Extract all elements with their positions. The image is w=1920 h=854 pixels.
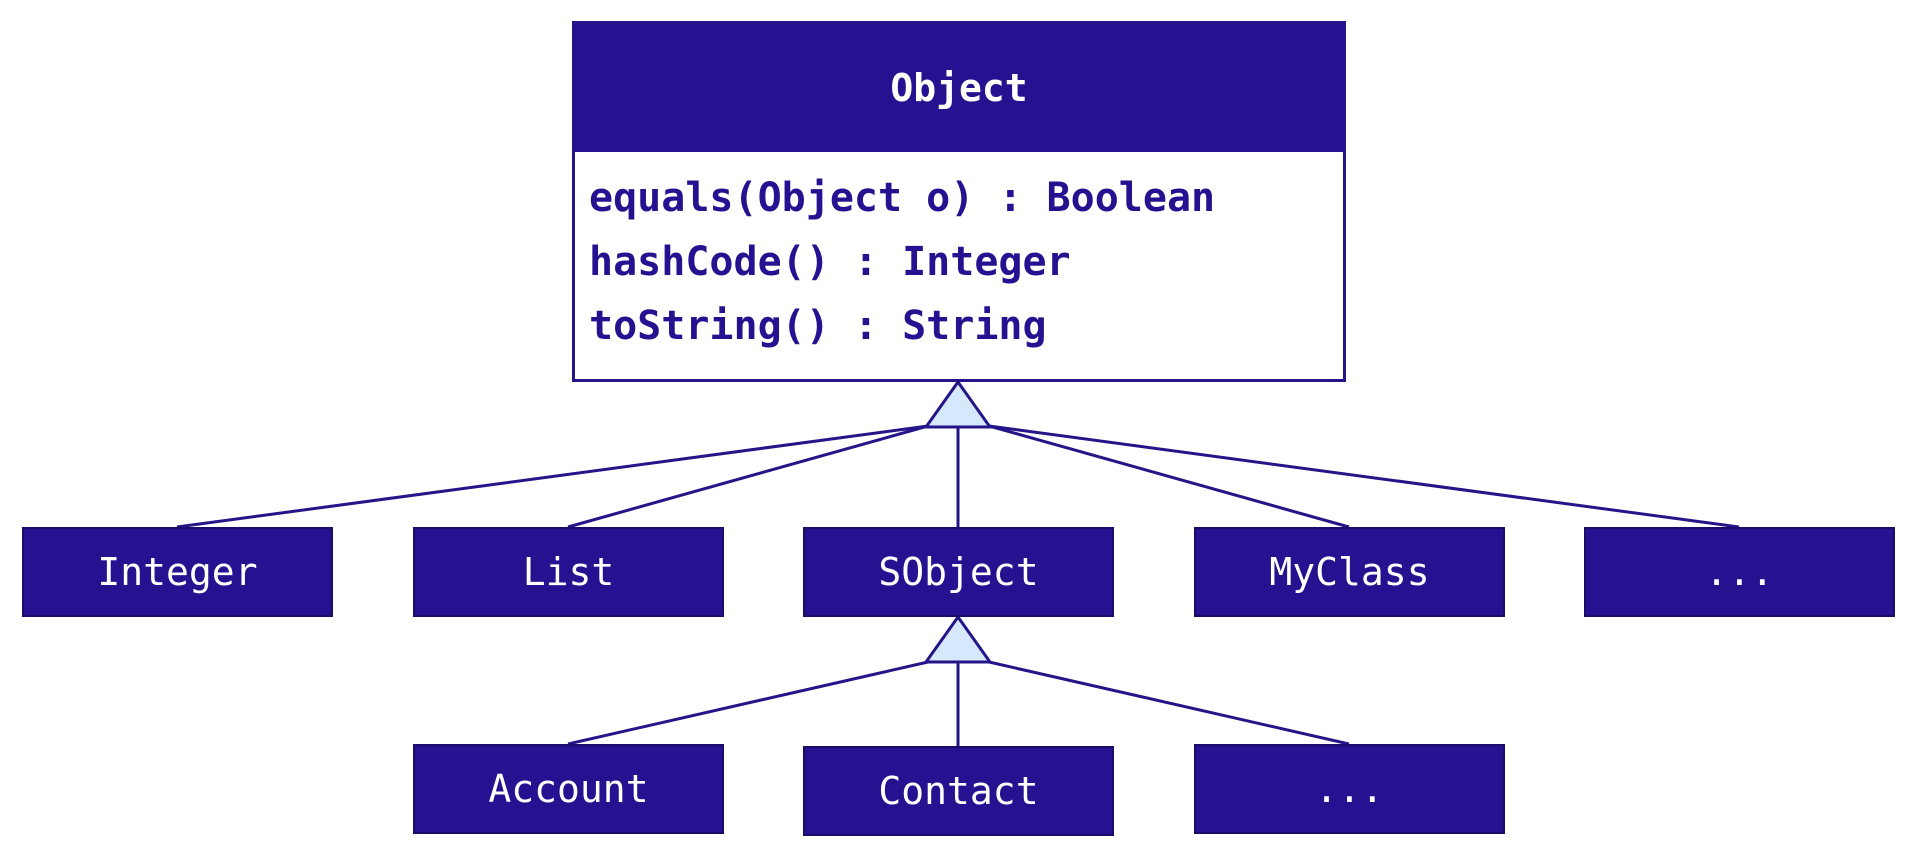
more-sobjects-placeholder: ... — [1194, 744, 1505, 834]
object-class: Object equals(Object o) : Boolean hashCo… — [572, 21, 1346, 382]
object-class-name: Object — [575, 24, 1343, 152]
account-class: Account — [413, 744, 724, 834]
method-tostring: toString() : String — [589, 303, 1047, 349]
method-hashcode: hashCode() : Integer — [589, 239, 1071, 285]
link-more-to-object — [988, 424, 1740, 529]
list-class: List — [413, 527, 724, 617]
sobject-class: SObject — [803, 527, 1114, 617]
object-class-methods: equals(Object o) : Boolean hashCode() : … — [575, 152, 1343, 358]
sobject-inheritance-arrowhead — [923, 614, 993, 664]
object-inheritance-arrowhead — [923, 379, 993, 429]
myclass-class: MyClass — [1194, 527, 1505, 617]
link-account-to-sobject — [567, 660, 929, 746]
contact-class: Contact — [803, 746, 1114, 836]
link-myclass-to-object — [988, 424, 1350, 529]
more-classes-placeholder: ... — [1584, 527, 1895, 617]
link-integer-to-object — [176, 424, 929, 529]
link-list-to-object — [567, 424, 929, 529]
integer-class: Integer — [22, 527, 333, 617]
link-more2-to-sobject — [988, 660, 1350, 746]
method-equals: equals(Object o) : Boolean — [589, 175, 1216, 221]
